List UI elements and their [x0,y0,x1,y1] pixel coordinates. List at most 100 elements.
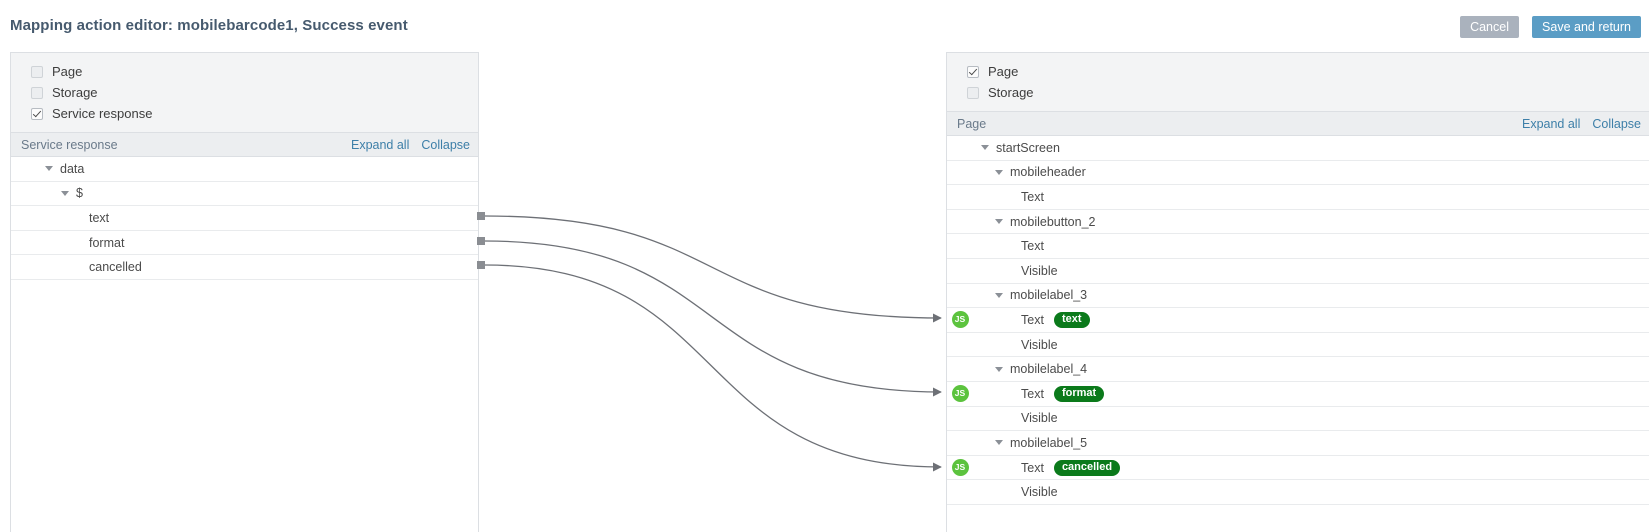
target-tree-row[interactable]: JS Text format [947,382,1649,407]
target-tree-row[interactable]: Visible [947,480,1649,505]
target-tree-row[interactable]: mobilelabel_4 [947,357,1649,382]
target-node-label: startScreen [996,140,1060,155]
source-scope-row-service-response[interactable]: Service response [11,103,478,124]
target-node-label: mobileheader [1010,165,1086,180]
cancel-button[interactable]: Cancel [1460,16,1519,38]
target-node-label: mobilelabel_4 [1010,362,1088,377]
mapped-value-tag[interactable]: cancelled [1053,459,1121,476]
js-script-icon[interactable]: JS [951,459,969,477]
scope-label: Page [988,64,1019,79]
page-title: Mapping action editor: mobilebarcode1, S… [10,17,408,34]
target-row-body: Visible [973,485,1058,499]
target-row-body: mobilelabel_4 [973,362,1087,376]
row-gutter: JS [947,311,973,329]
source-scope-row-page[interactable]: Page [11,61,478,82]
source-tree-row[interactable]: data [11,157,478,182]
source-tree-row[interactable]: cancelled [11,255,478,280]
target-tree-row[interactable]: Visible [947,333,1649,358]
source-node-label: text [89,210,110,225]
target-node-label: Text [1021,312,1044,327]
source-tree-title: Service response [21,137,118,152]
top-bar: Mapping action editor: mobilebarcode1, S… [0,0,1649,48]
js-script-icon[interactable]: JS [951,311,969,329]
target-node-label: Visible [1021,263,1058,278]
checkbox-icon[interactable] [31,107,43,120]
target-tree-row[interactable]: mobilelabel_5 [947,431,1649,456]
source-tree: data $ text format cancelled [11,157,478,280]
target-row-body: Text cancelled [973,459,1121,476]
target-node-label: Visible [1021,485,1058,500]
source-tree-row[interactable]: format [11,231,478,256]
source-node-label: $ [76,186,83,201]
target-node-label: mobilebutton_2 [1010,214,1096,229]
target-node-label: Text [1021,460,1044,475]
target-tree-title: Page [957,116,987,131]
chevron-down-icon[interactable] [995,219,1003,225]
scope-label: Storage [52,85,98,100]
save-and-return-button[interactable]: Save and return [1532,16,1641,38]
target-tree-row[interactable]: mobileheader [947,161,1649,186]
target-scope-row-page[interactable]: Page [947,61,1649,82]
js-script-icon[interactable]: JS [951,385,969,403]
checkbox-icon[interactable] [967,86,979,99]
target-node-label: Visible [1021,411,1058,426]
target-tree-row[interactable]: JS Text cancelled [947,456,1649,481]
target-tree-row[interactable]: Text [947,185,1649,210]
target-node-label: Text [1021,386,1044,401]
source-tree-header: Service response Expand all Collapse [11,133,478,157]
scope-label: Page [52,64,83,79]
target-tree-row[interactable]: startScreen [947,136,1649,161]
chevron-down-icon[interactable] [995,366,1003,372]
checkbox-icon[interactable] [967,65,979,78]
mapping-link[interactable] [484,264,942,472]
source-node-label: data [60,161,85,176]
target-expand-all-link[interactable]: Expand all [1521,116,1581,131]
row-gutter: JS [947,385,973,403]
target-row-body: Visible [973,411,1058,425]
source-collapse-link[interactable]: Collapse [421,137,470,152]
chevron-down-icon[interactable] [61,190,69,196]
target-tree-row[interactable]: Visible [947,259,1649,284]
target-node-label: Text [1021,189,1044,204]
checkbox-icon[interactable] [31,86,43,99]
target-node-label: mobilelabel_3 [1010,288,1088,303]
target-row-body: mobilelabel_3 [973,288,1087,302]
source-tree-row[interactable]: $ [11,182,478,207]
chevron-down-icon[interactable] [995,169,1003,175]
scope-label: Service response [52,106,153,121]
target-row-body: Visible [973,264,1058,278]
target-row-body: mobilebutton_2 [973,215,1095,229]
mapping-link[interactable] [484,215,942,323]
target-tree-row[interactable]: Text [947,234,1649,259]
mapped-value-tag[interactable]: format [1053,385,1105,402]
target-row-body: Visible [973,338,1058,352]
chevron-down-icon[interactable] [45,166,53,172]
target-tree-row[interactable]: JS Text text [947,308,1649,333]
mapping-link[interactable] [484,240,942,397]
mapped-value-tag[interactable]: text [1053,311,1090,328]
chevron-down-icon[interactable] [995,440,1003,446]
source-tree-row[interactable]: text [11,206,478,231]
source-expand-all-link[interactable]: Expand all [350,137,410,152]
source-scope-row-storage[interactable]: Storage [11,82,478,103]
target-scope-row-storage[interactable]: Storage [947,82,1649,103]
target-tree-row[interactable]: Visible [947,407,1649,432]
chevron-down-icon[interactable] [995,292,1003,298]
target-row-body: startScreen [973,141,1060,155]
target-tree-header: Page Expand all Collapse [947,112,1649,136]
target-tree-row[interactable]: mobilelabel_3 [947,284,1649,309]
source-node-label: cancelled [89,260,142,275]
checkbox-icon[interactable] [31,65,43,78]
target-node-label: Text [1021,239,1044,254]
target-row-body: Text format [973,385,1105,402]
scope-label: Storage [988,85,1034,100]
target-collapse-link[interactable]: Collapse [1592,116,1641,131]
target-tree-row[interactable]: mobilebutton_2 [947,210,1649,235]
target-node-label: mobilelabel_5 [1010,435,1088,450]
chevron-down-icon[interactable] [981,145,989,151]
